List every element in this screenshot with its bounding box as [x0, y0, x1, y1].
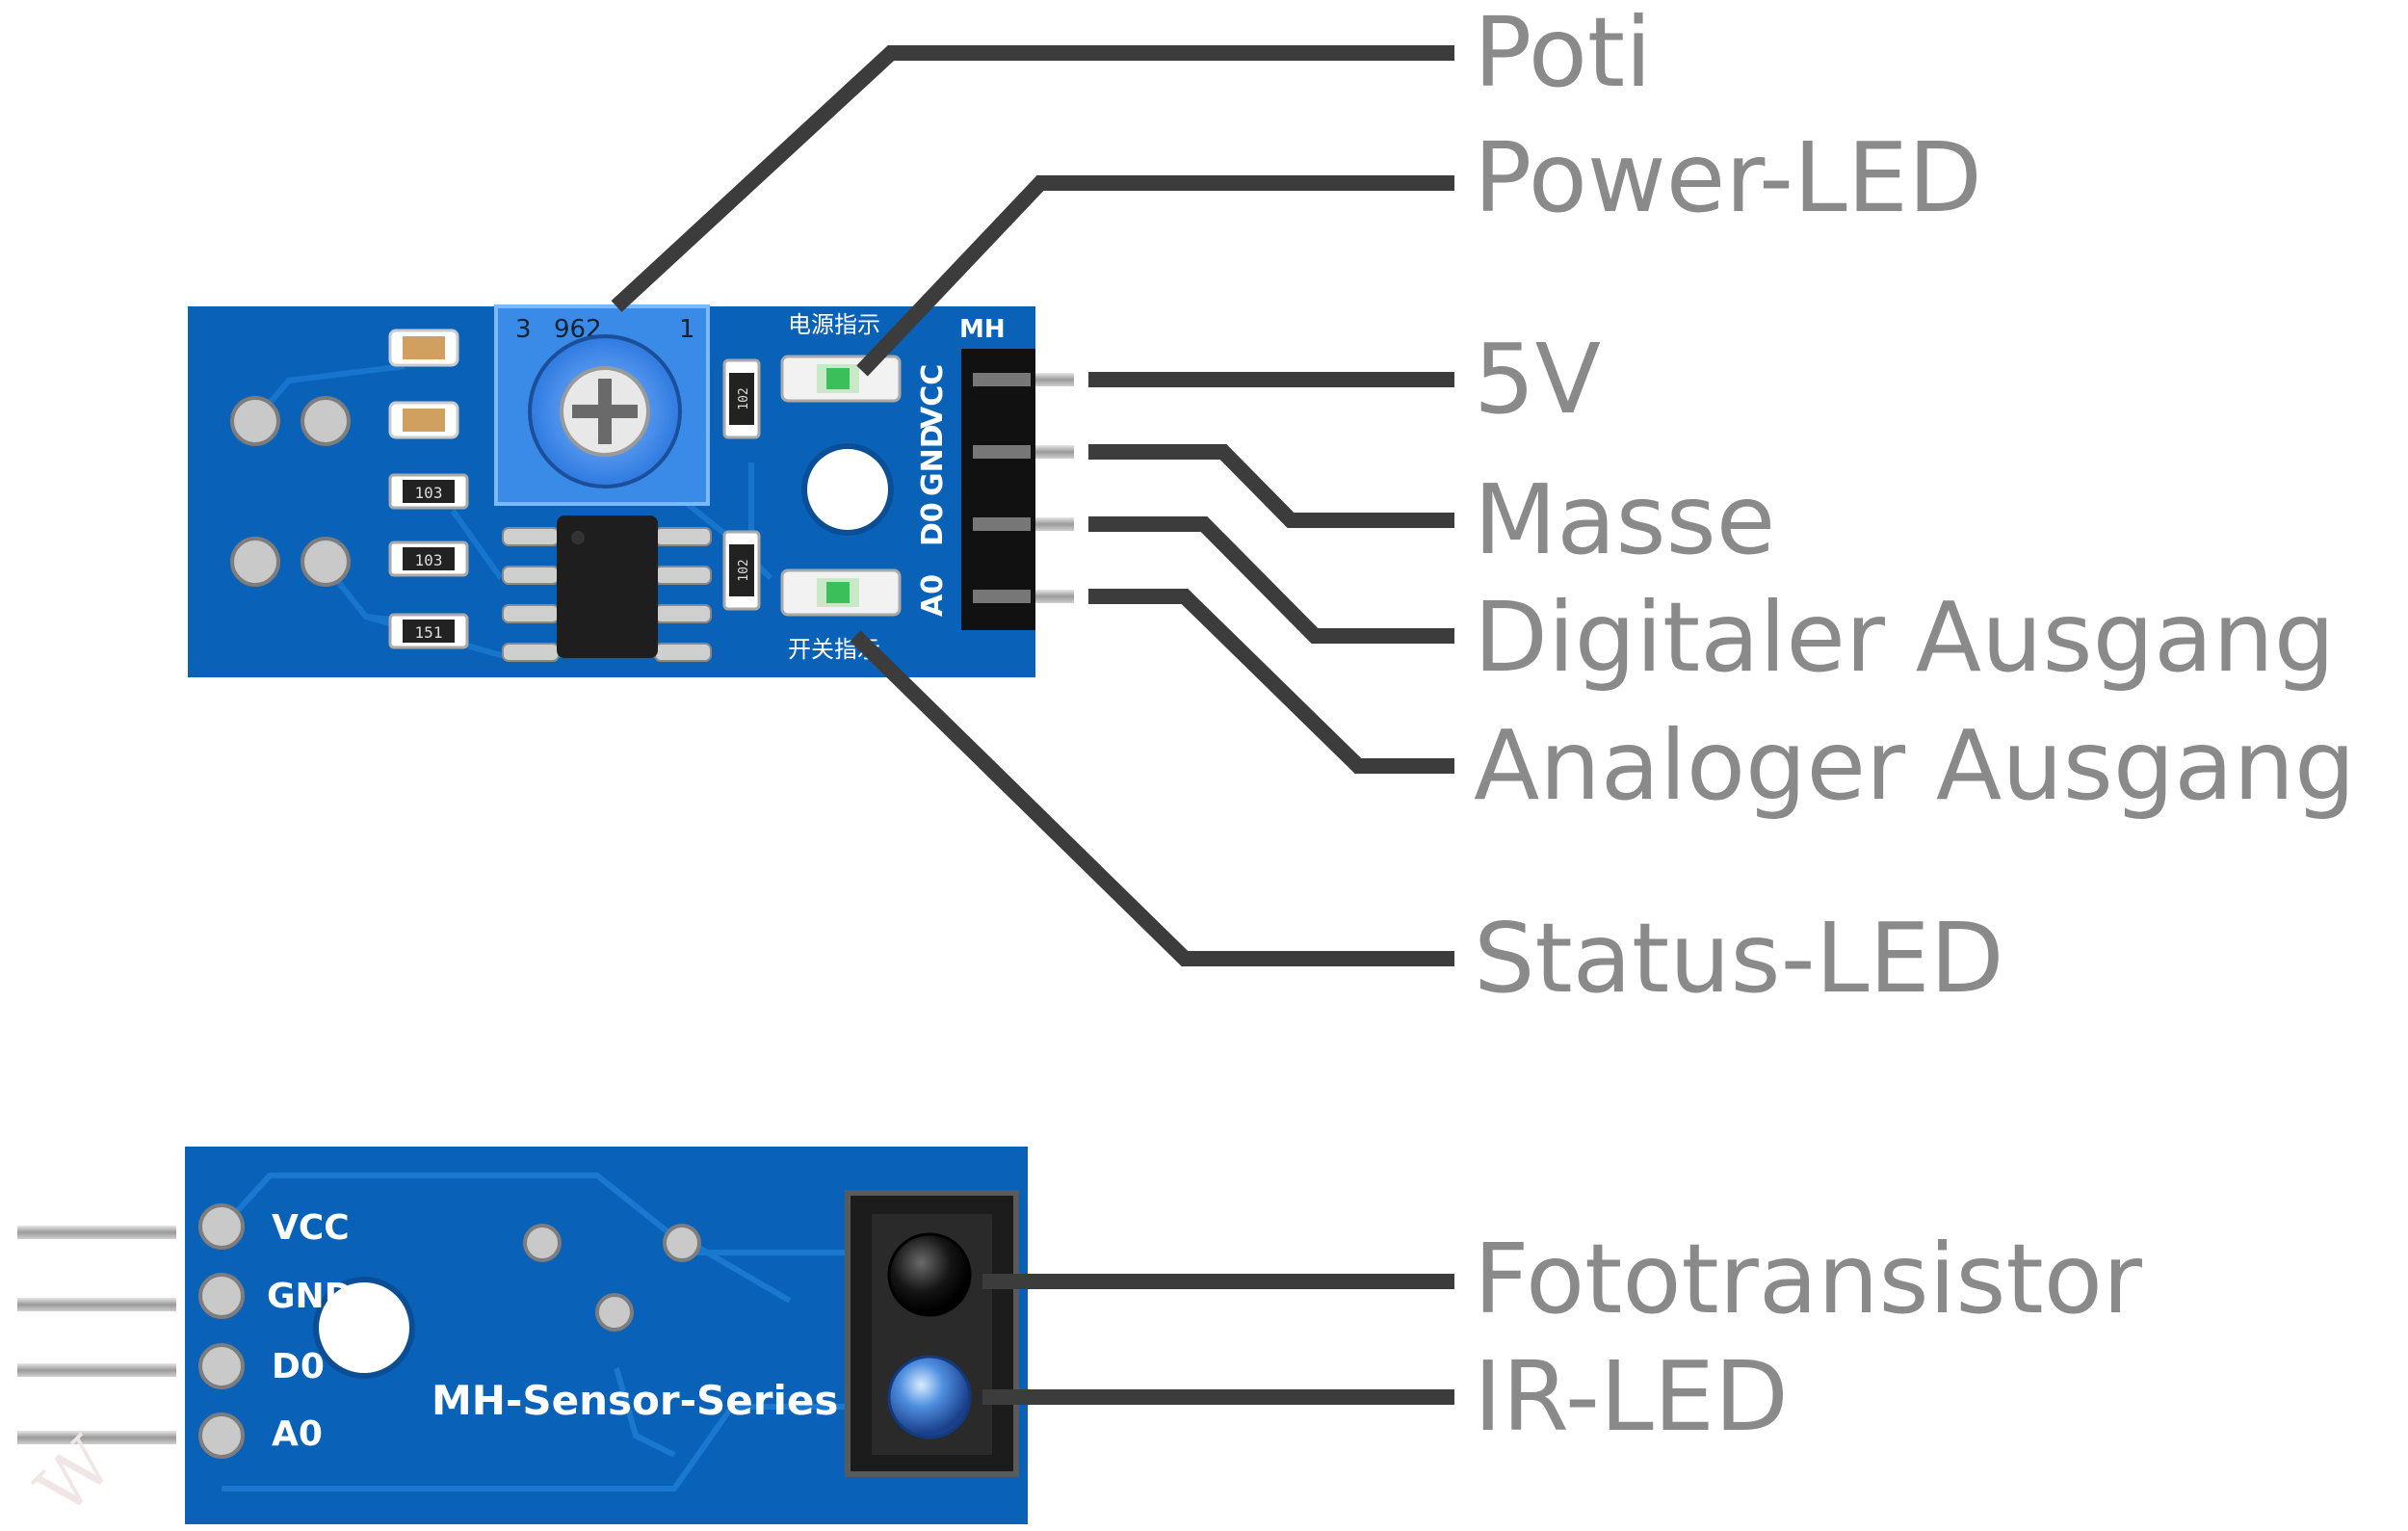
- label-masse: Masse: [1474, 463, 1776, 576]
- leader-poti: [611, 45, 1454, 312]
- top-brand-text: MH: [959, 315, 1006, 344]
- bottom-sensor-module: VCC GND D0 A0 MH-Sensor-Series: [17, 1147, 1028, 1524]
- label-ir-led: IR-LED: [1474, 1340, 1789, 1453]
- label-digital-out: Digitaler Ausgang: [1474, 581, 2336, 694]
- bottom-pin-label-d0: D0: [272, 1347, 325, 1386]
- bottom-pin-label-a0: A0: [272, 1414, 323, 1454]
- resistor-code-text: 102: [737, 559, 751, 581]
- top-sensor-module: 103 103 151 102 102 3 962 1: [188, 304, 1074, 677]
- potentiometer: 3 962 1: [494, 304, 710, 506]
- resistor-code-text: 151: [415, 623, 443, 642]
- leader-masse: [1088, 444, 1454, 528]
- resistor-code-text: 103: [415, 484, 443, 502]
- label-phototransistor: Fototransistor: [1474, 1223, 2142, 1335]
- pot-mark-text: 1: [679, 315, 695, 344]
- leader-digital-out: [1088, 516, 1454, 644]
- resistor-code-text: 103: [415, 551, 443, 569]
- top-pin-label-gnd: GND: [916, 424, 950, 496]
- top-sensor-pads: [230, 396, 351, 587]
- series-text: MH-Sensor-Series: [432, 1377, 838, 1424]
- label-5v: 5V: [1474, 323, 1602, 436]
- top-mounting-hole: [801, 443, 894, 536]
- leader-status-led: [850, 630, 1454, 966]
- bottom-pins: [17, 1226, 176, 1444]
- top-resistors: 103 103 151 102 102: [388, 358, 761, 649]
- status-led: [780, 568, 902, 617]
- phototransistor: [887, 1232, 972, 1317]
- top-pin-header: [961, 349, 1074, 630]
- bottom-mounting-hole: [313, 1277, 415, 1379]
- leader-lines: [611, 45, 1454, 1405]
- top-pin-label-d0: D0: [916, 502, 950, 546]
- label-analog-out: Analoger Ausgang: [1474, 709, 2356, 822]
- bottom-pcb-traces: [219, 1173, 848, 1491]
- resistor-code-text: 102: [737, 387, 751, 409]
- bottom-pads: [198, 1203, 701, 1459]
- label-power-led: Power-LED: [1474, 121, 1982, 234]
- top-pin-label-a0: A0: [916, 574, 950, 617]
- comparator-ic: [502, 515, 712, 662]
- top-pin-label-vcc: VCC: [916, 364, 950, 429]
- power-led: [780, 355, 902, 403]
- bottom-pin-label-vcc: VCC: [272, 1208, 350, 1248]
- leader-analog-out: [1088, 589, 1454, 774]
- ir-led: [887, 1355, 972, 1439]
- pot-mark-text: 3: [515, 315, 532, 344]
- top-capacitors: [388, 329, 459, 439]
- label-poti: Poti: [1474, 0, 1652, 109]
- power-led-silkscreen: 电源指示: [788, 311, 880, 338]
- bottom-pin-label-gnd: GND: [267, 1277, 353, 1316]
- leader-power-led: [856, 175, 1454, 377]
- label-status-led: Status-LED: [1474, 902, 2004, 1015]
